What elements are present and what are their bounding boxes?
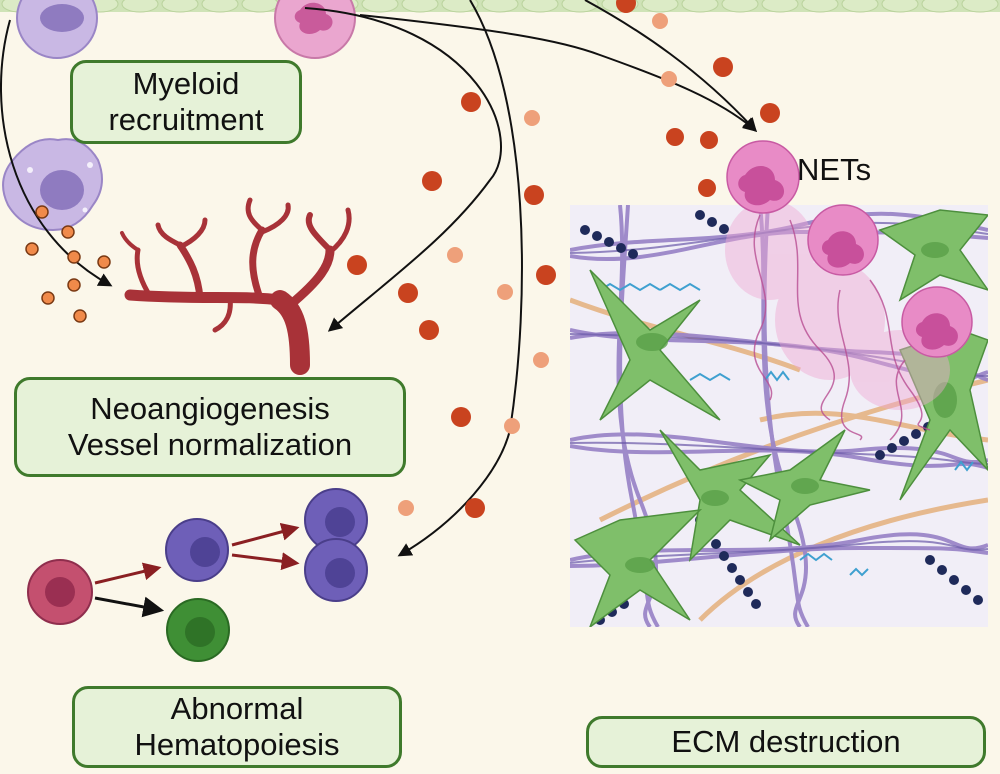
myeloid-progenitor-icon [165, 518, 229, 582]
hematopoiesis-label: Abnormal Hematopoiesis [72, 686, 402, 768]
hema-label-line1: Abnormal [170, 691, 304, 727]
neoangiogenesis-label: Neoangiogenesis Vessel normalization [14, 377, 406, 477]
ecm-label-text: ECM destruction [671, 724, 901, 760]
myeloid-label-line2: recruitment [108, 102, 264, 137]
endothelium-strip [0, 0, 1000, 13]
myeloid-label-line1: Myeloid [132, 66, 240, 102]
vessel-icon [120, 197, 352, 375]
ecm-panel [570, 205, 988, 627]
neo-label-line1: Neoangiogenesis [90, 391, 330, 427]
expanded-myeloid-cells-icon [304, 488, 368, 602]
nets-label: NETs [797, 152, 872, 187]
hema-label-line2: Hematopoiesis [134, 727, 340, 762]
myeloid-recruitment-label: Myeloid recruitment [70, 60, 302, 144]
hematopoiesis-cells [27, 488, 368, 662]
stem-cell-icon [27, 559, 93, 625]
neutrophil-icon [274, 0, 356, 59]
neo-label-line2: Vessel normalization [67, 427, 353, 462]
macrophage-icon [2, 138, 103, 232]
ecm-destruction-label: ECM destruction [586, 716, 986, 768]
monocyte-icon [16, 0, 98, 59]
nets-cluster [725, 140, 973, 441]
lymphoid-progenitor-icon [166, 598, 230, 662]
secreted-factors [25, 0, 780, 518]
